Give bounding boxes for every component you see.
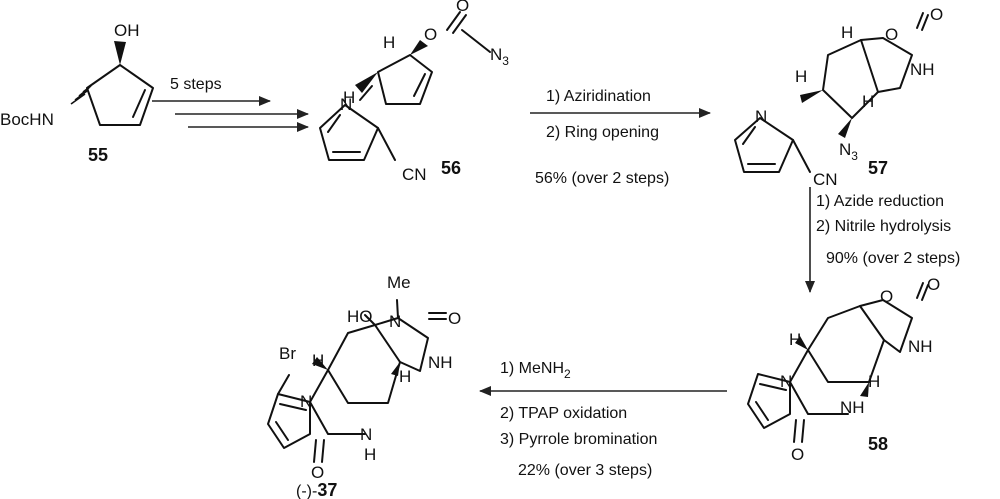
- pyrrole-n-56: N: [340, 95, 352, 114]
- h-label-57b: H: [795, 67, 807, 86]
- yield-step-2: 56% (over 2 steps): [535, 170, 669, 187]
- nitrile-cn-56: CN: [402, 165, 427, 184]
- compound-label-58: 58: [868, 434, 888, 454]
- compound-37-structure: Me HO N O NH H H Br N N H O: [267, 273, 461, 482]
- compound-57-structure: H O O NH H H N N3 CN: [734, 5, 943, 189]
- carbonyl-o-37b: O: [311, 463, 324, 482]
- h-label-37a: H: [312, 351, 324, 370]
- carbonyl-o-56: O: [456, 0, 469, 15]
- nh-label-58b: NH: [840, 398, 865, 417]
- carbonyl-o-37a: O: [448, 309, 461, 328]
- h-label-57a: H: [841, 23, 853, 42]
- condition-azide-reduction: 1) Azide reduction: [816, 193, 944, 210]
- carbamate-o-56: O: [424, 25, 437, 44]
- h-label-56b: H: [343, 88, 355, 107]
- h-label-58a: H: [789, 330, 801, 349]
- hydroxyl-label: OH: [114, 21, 140, 40]
- carbonyl-o-58a: O: [927, 275, 940, 294]
- imidazolidinone-n-37: N: [389, 312, 401, 331]
- ring-o-58: O: [880, 287, 893, 306]
- carbonyl-o-57: O: [930, 5, 943, 24]
- compound-label-56: 56: [441, 158, 461, 178]
- condition-tpap-oxidation: 2) TPAP oxidation: [500, 405, 627, 422]
- pyrrole-n-57: N: [755, 107, 767, 126]
- yield-step-4: 22% (over 3 steps): [518, 462, 652, 479]
- azide-n-57: N3: [839, 140, 858, 163]
- condition-ring-opening: 2) Ring opening: [546, 124, 659, 141]
- condition-menh2: 1) MeNH2: [500, 360, 571, 381]
- bromo-label-37: Br: [279, 344, 296, 363]
- nh-label-37a: NH: [428, 353, 453, 372]
- h-label-56a: H: [383, 33, 395, 52]
- h-label-37c: H: [364, 445, 376, 464]
- azide-n-56: N3: [490, 45, 509, 68]
- ho-label-37: HO: [347, 307, 373, 326]
- me-label-37: Me: [387, 273, 411, 292]
- condition-aziridination: 1) Aziridination: [546, 88, 651, 105]
- pyrrole-n-58: N: [780, 372, 792, 391]
- compound-55-structure: OH BocHN: [0, 21, 154, 129]
- yield-step-3: 90% (over 2 steps): [826, 250, 960, 267]
- compound-label-37: (-)-37: [296, 480, 337, 499]
- nh-label-57: NH: [910, 60, 935, 79]
- nitrile-cn-57: CN: [813, 170, 838, 189]
- compound-58-structure: O O NH H N H NH O: [747, 275, 940, 464]
- ring-o-57: O: [885, 25, 898, 44]
- reaction-arrow-1: [152, 96, 309, 132]
- h-label-37b: H: [399, 367, 411, 386]
- condition-nitrile-hydrolysis: 2) Nitrile hydrolysis: [816, 218, 951, 235]
- h-label-58b: H: [868, 372, 880, 391]
- pyrrole-n-37: N: [300, 392, 312, 411]
- h-label-57c: H: [862, 92, 874, 111]
- bochn-label: BocHN: [0, 110, 54, 129]
- nh-label-58a: NH: [908, 337, 933, 356]
- compound-label-55: 55: [88, 145, 108, 165]
- condition-pyrrole-bromination: 3) Pyrrole bromination: [500, 431, 657, 448]
- condition-5-steps: 5 steps: [170, 76, 222, 93]
- carbonyl-o-58b: O: [791, 445, 804, 464]
- compound-56-structure: O O N3 H H N CN: [319, 0, 509, 184]
- compound-label-57: 57: [868, 158, 888, 178]
- nh-label-37b: N: [360, 425, 372, 444]
